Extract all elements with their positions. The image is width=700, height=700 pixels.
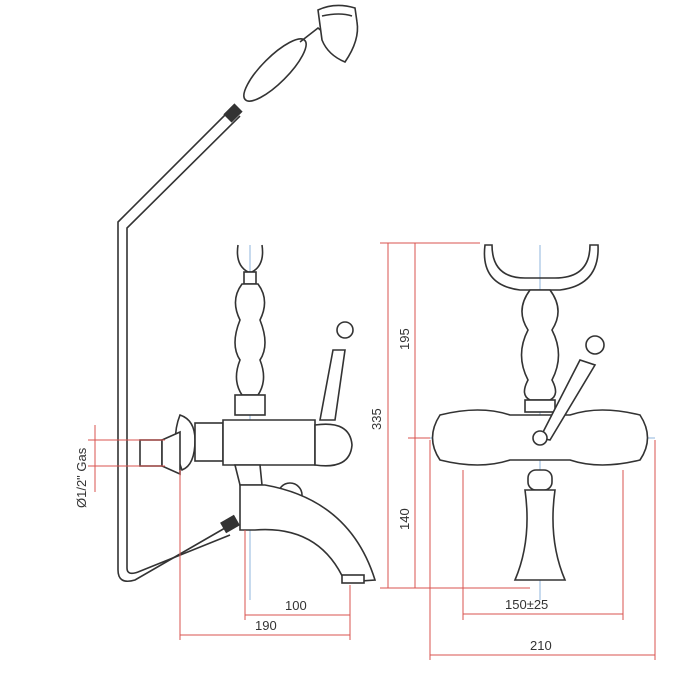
shower-hose xyxy=(117,103,243,583)
dimension-lines xyxy=(88,242,656,660)
front-view xyxy=(425,244,655,600)
dim-inlet-centers: 150±25 xyxy=(505,597,548,612)
dim-inlet-thread: Ø1/2" Gas xyxy=(74,447,89,508)
hand-shower xyxy=(243,4,359,102)
dim-total-width: 210 xyxy=(530,638,552,653)
dim-total-height: 335 xyxy=(369,408,384,430)
dim-total-reach: 190 xyxy=(255,618,277,633)
side-view xyxy=(139,244,377,600)
dim-spout-reach: 100 xyxy=(285,598,307,613)
dim-upper-height: 195 xyxy=(397,328,412,350)
dim-lower-height: 140 xyxy=(397,508,412,530)
